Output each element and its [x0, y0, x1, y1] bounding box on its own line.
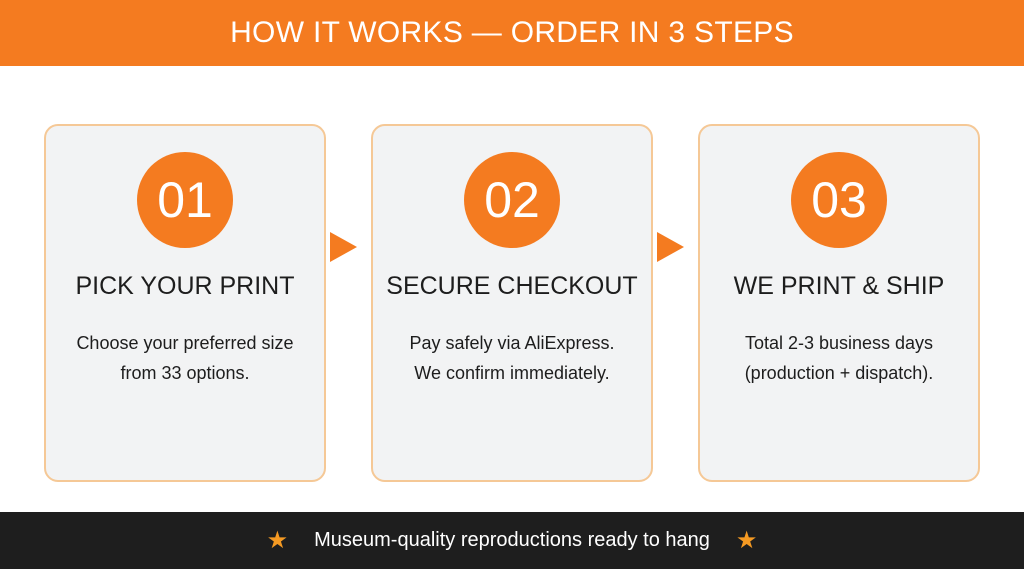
step-card-1: 01 PICK YOUR PRINT Choose your preferred…	[44, 124, 326, 482]
step-title: SECURE CHECKOUT	[386, 272, 638, 300]
footer-banner: ★ Museum-quality reproductions ready to …	[0, 512, 1024, 569]
star-icon: ★	[735, 526, 758, 554]
step-description-line: We confirm immediately.	[414, 363, 610, 383]
step-number-badge: 03	[791, 152, 887, 248]
star-icon: ★	[266, 526, 289, 554]
step-card-2: 02 SECURE CHECKOUT Pay safely via AliExp…	[371, 124, 653, 482]
arrow-right-icon	[657, 232, 684, 262]
step-description-line: from 33 options.	[120, 363, 250, 383]
page-title: HOW IT WORKS — ORDER IN 3 STEPS	[230, 16, 794, 49]
step-description-line: Choose your preferred size	[76, 333, 294, 353]
step-number-badge: 02	[464, 152, 560, 248]
step-number-badge: 01	[137, 152, 233, 248]
footer-tagline: Museum-quality reproductions ready to ha…	[314, 529, 710, 551]
step-description-line: Total 2-3 business days	[744, 333, 934, 353]
step-description-line: (production + dispatch).	[744, 363, 934, 383]
arrow-right-icon	[330, 232, 357, 262]
step-description: Pay safely via AliExpress. We confirm im…	[383, 328, 641, 388]
step-card-3: 03 WE PRINT & SHIP Total 2-3 business da…	[698, 124, 980, 482]
step-description: Total 2-3 business days (production + di…	[710, 328, 968, 388]
step-description: Choose your preferred size from 33 optio…	[56, 328, 314, 388]
step-description-line: Pay safely via AliExpress.	[409, 333, 615, 353]
step-title: PICK YOUR PRINT	[75, 272, 295, 300]
step-title: WE PRINT & SHIP	[733, 272, 945, 300]
header-banner: HOW IT WORKS — ORDER IN 3 STEPS	[0, 0, 1024, 66]
